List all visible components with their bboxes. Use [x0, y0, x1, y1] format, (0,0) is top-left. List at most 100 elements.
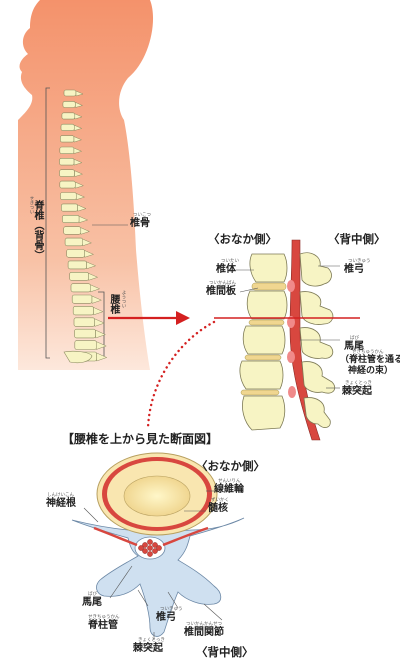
- vertebra-label: 椎骨: [130, 218, 150, 229]
- vertebral-body-ruby: ついたい: [221, 259, 239, 264]
- cauda-nerve-fiber: [147, 551, 153, 557]
- nerve-root-label: 神経根: [46, 498, 76, 509]
- annulus-ruby: せんいりん: [218, 479, 241, 484]
- spine-process: [78, 215, 89, 224]
- section-spinous-ruby: きょくとっき: [138, 638, 165, 643]
- nerve-root-right: [162, 526, 209, 547]
- spine-process: [93, 307, 104, 316]
- spine-process: [76, 193, 86, 201]
- spine-process: [96, 352, 108, 362]
- vertebra-ruby: ついこつ: [133, 213, 151, 218]
- posterior-elements: [71, 517, 245, 637]
- spine-process: [73, 158, 83, 166]
- spine-process: [75, 102, 84, 108]
- spine-vertebra: [59, 146, 75, 154]
- section-spinous-label: 棘突起: [133, 643, 163, 654]
- spine-process: [90, 284, 101, 293]
- spine-column: [59, 89, 108, 364]
- spine-vertebra: [74, 340, 97, 350]
- spine-ruby: せきつい: [29, 196, 34, 214]
- spine-vertebra: [67, 260, 87, 270]
- spine-vertebra: [63, 226, 82, 235]
- detail-cauda-label: 馬尾: [344, 341, 364, 352]
- spine-vertebra: [69, 271, 89, 281]
- cauda-nerve-fiber: [142, 548, 148, 554]
- cauda-nerve-fiber: [142, 542, 148, 548]
- spine-process: [74, 124, 83, 131]
- lumbar-label: 腰椎: [108, 294, 119, 314]
- lumbar-ruby: ようつい: [121, 290, 126, 308]
- spine-vertebra: [60, 192, 77, 200]
- spine-vertebra: [72, 306, 94, 316]
- detail-arch-ruby: ついきゅう: [348, 259, 371, 264]
- detail-spinous-label: 棘突起: [342, 386, 372, 397]
- cauda-nerve-fiber: [138, 545, 144, 551]
- detail-spinous-ruby: きょくとっき: [345, 381, 372, 386]
- cauda-nerve-fiber: [152, 548, 158, 554]
- cauda-nerve-fiber: [152, 542, 158, 548]
- facet-ruby: ついかんかんせつ: [186, 622, 222, 627]
- spine-process: [80, 227, 91, 235]
- spine-vertebra: [59, 135, 75, 143]
- spine-process: [95, 329, 107, 339]
- annulus-label: 線維輪: [214, 484, 244, 495]
- spine-vertebra: [71, 294, 93, 304]
- vertebral-bodies: [239, 253, 288, 431]
- cauda-nerve-fiber: [147, 539, 153, 545]
- section-arch-ruby: ついきゅう: [160, 607, 183, 612]
- section-front-header: 〈おなか側〉: [196, 459, 265, 473]
- nucleus-pulposus: [123, 475, 191, 517]
- spine-vertebra: [60, 123, 75, 131]
- spine-process: [77, 204, 87, 212]
- detail-arch-label: 椎弓: [344, 264, 364, 275]
- section-back-header: 〈背中側〉: [196, 645, 254, 659]
- spine-vertebra: [73, 317, 96, 327]
- spine-process: [82, 238, 93, 247]
- body-silhouette: [18, 0, 154, 370]
- sacrum: [63, 350, 93, 364]
- nucleus-ruby: ずいかく: [211, 498, 229, 503]
- spine-vertebra: [59, 158, 75, 166]
- spine-process: [74, 170, 84, 178]
- spine-vertebra: [70, 283, 91, 293]
- cauda-note-ruby: せきちゅうかん: [352, 350, 384, 355]
- cauda-band: [289, 239, 321, 441]
- spine-vertebra: [62, 215, 80, 224]
- nerve-root-ruby: しんけいこん: [47, 493, 74, 498]
- spine-process: [73, 136, 83, 143]
- spine-bracket: [45, 87, 50, 359]
- spine-vertebra: [64, 237, 84, 247]
- dotted-connector: [146, 320, 216, 430]
- spine-process: [74, 113, 83, 120]
- section-cauda-label: 馬尾: [82, 597, 102, 608]
- detail-cauda-ruby: ばび: [350, 336, 359, 341]
- cauda-note-line2: 神経の束）: [348, 366, 394, 376]
- spine-vertebra: [59, 180, 76, 189]
- cauda-note-line1: （脊柱管を通る: [340, 355, 400, 365]
- cauda-nerve-fiber: [147, 545, 153, 551]
- vertebral-body-label: 椎体: [216, 264, 236, 275]
- facet-label: 椎間関節: [184, 627, 224, 638]
- nerve-root-left: [93, 526, 138, 547]
- detail-leaders: [236, 265, 340, 389]
- spine-vertebra: [74, 328, 96, 339]
- spine-vertebra: [63, 89, 77, 97]
- lumbar-detail: [214, 239, 360, 441]
- spine-process: [86, 261, 97, 270]
- arrow-to-detail: [108, 311, 190, 325]
- spine-label: 脊椎（背骨）: [32, 200, 43, 260]
- section-cauda-ruby: ばび: [88, 592, 97, 597]
- disc-label: 椎間板: [206, 286, 236, 297]
- detail-front-header: 〈おなか側〉: [208, 232, 277, 246]
- section-leaders: [83, 490, 223, 640]
- nerve-foramina: [287, 280, 296, 398]
- spine-process: [88, 272, 99, 281]
- spine-process: [91, 295, 103, 304]
- intervertebral-discs: [240, 282, 287, 396]
- posterior-arches: [299, 252, 336, 428]
- spine-vertebra: [61, 112, 76, 120]
- section-arch-label: 椎弓: [156, 612, 176, 623]
- spine-process: [75, 181, 85, 189]
- cross-section: [71, 452, 245, 640]
